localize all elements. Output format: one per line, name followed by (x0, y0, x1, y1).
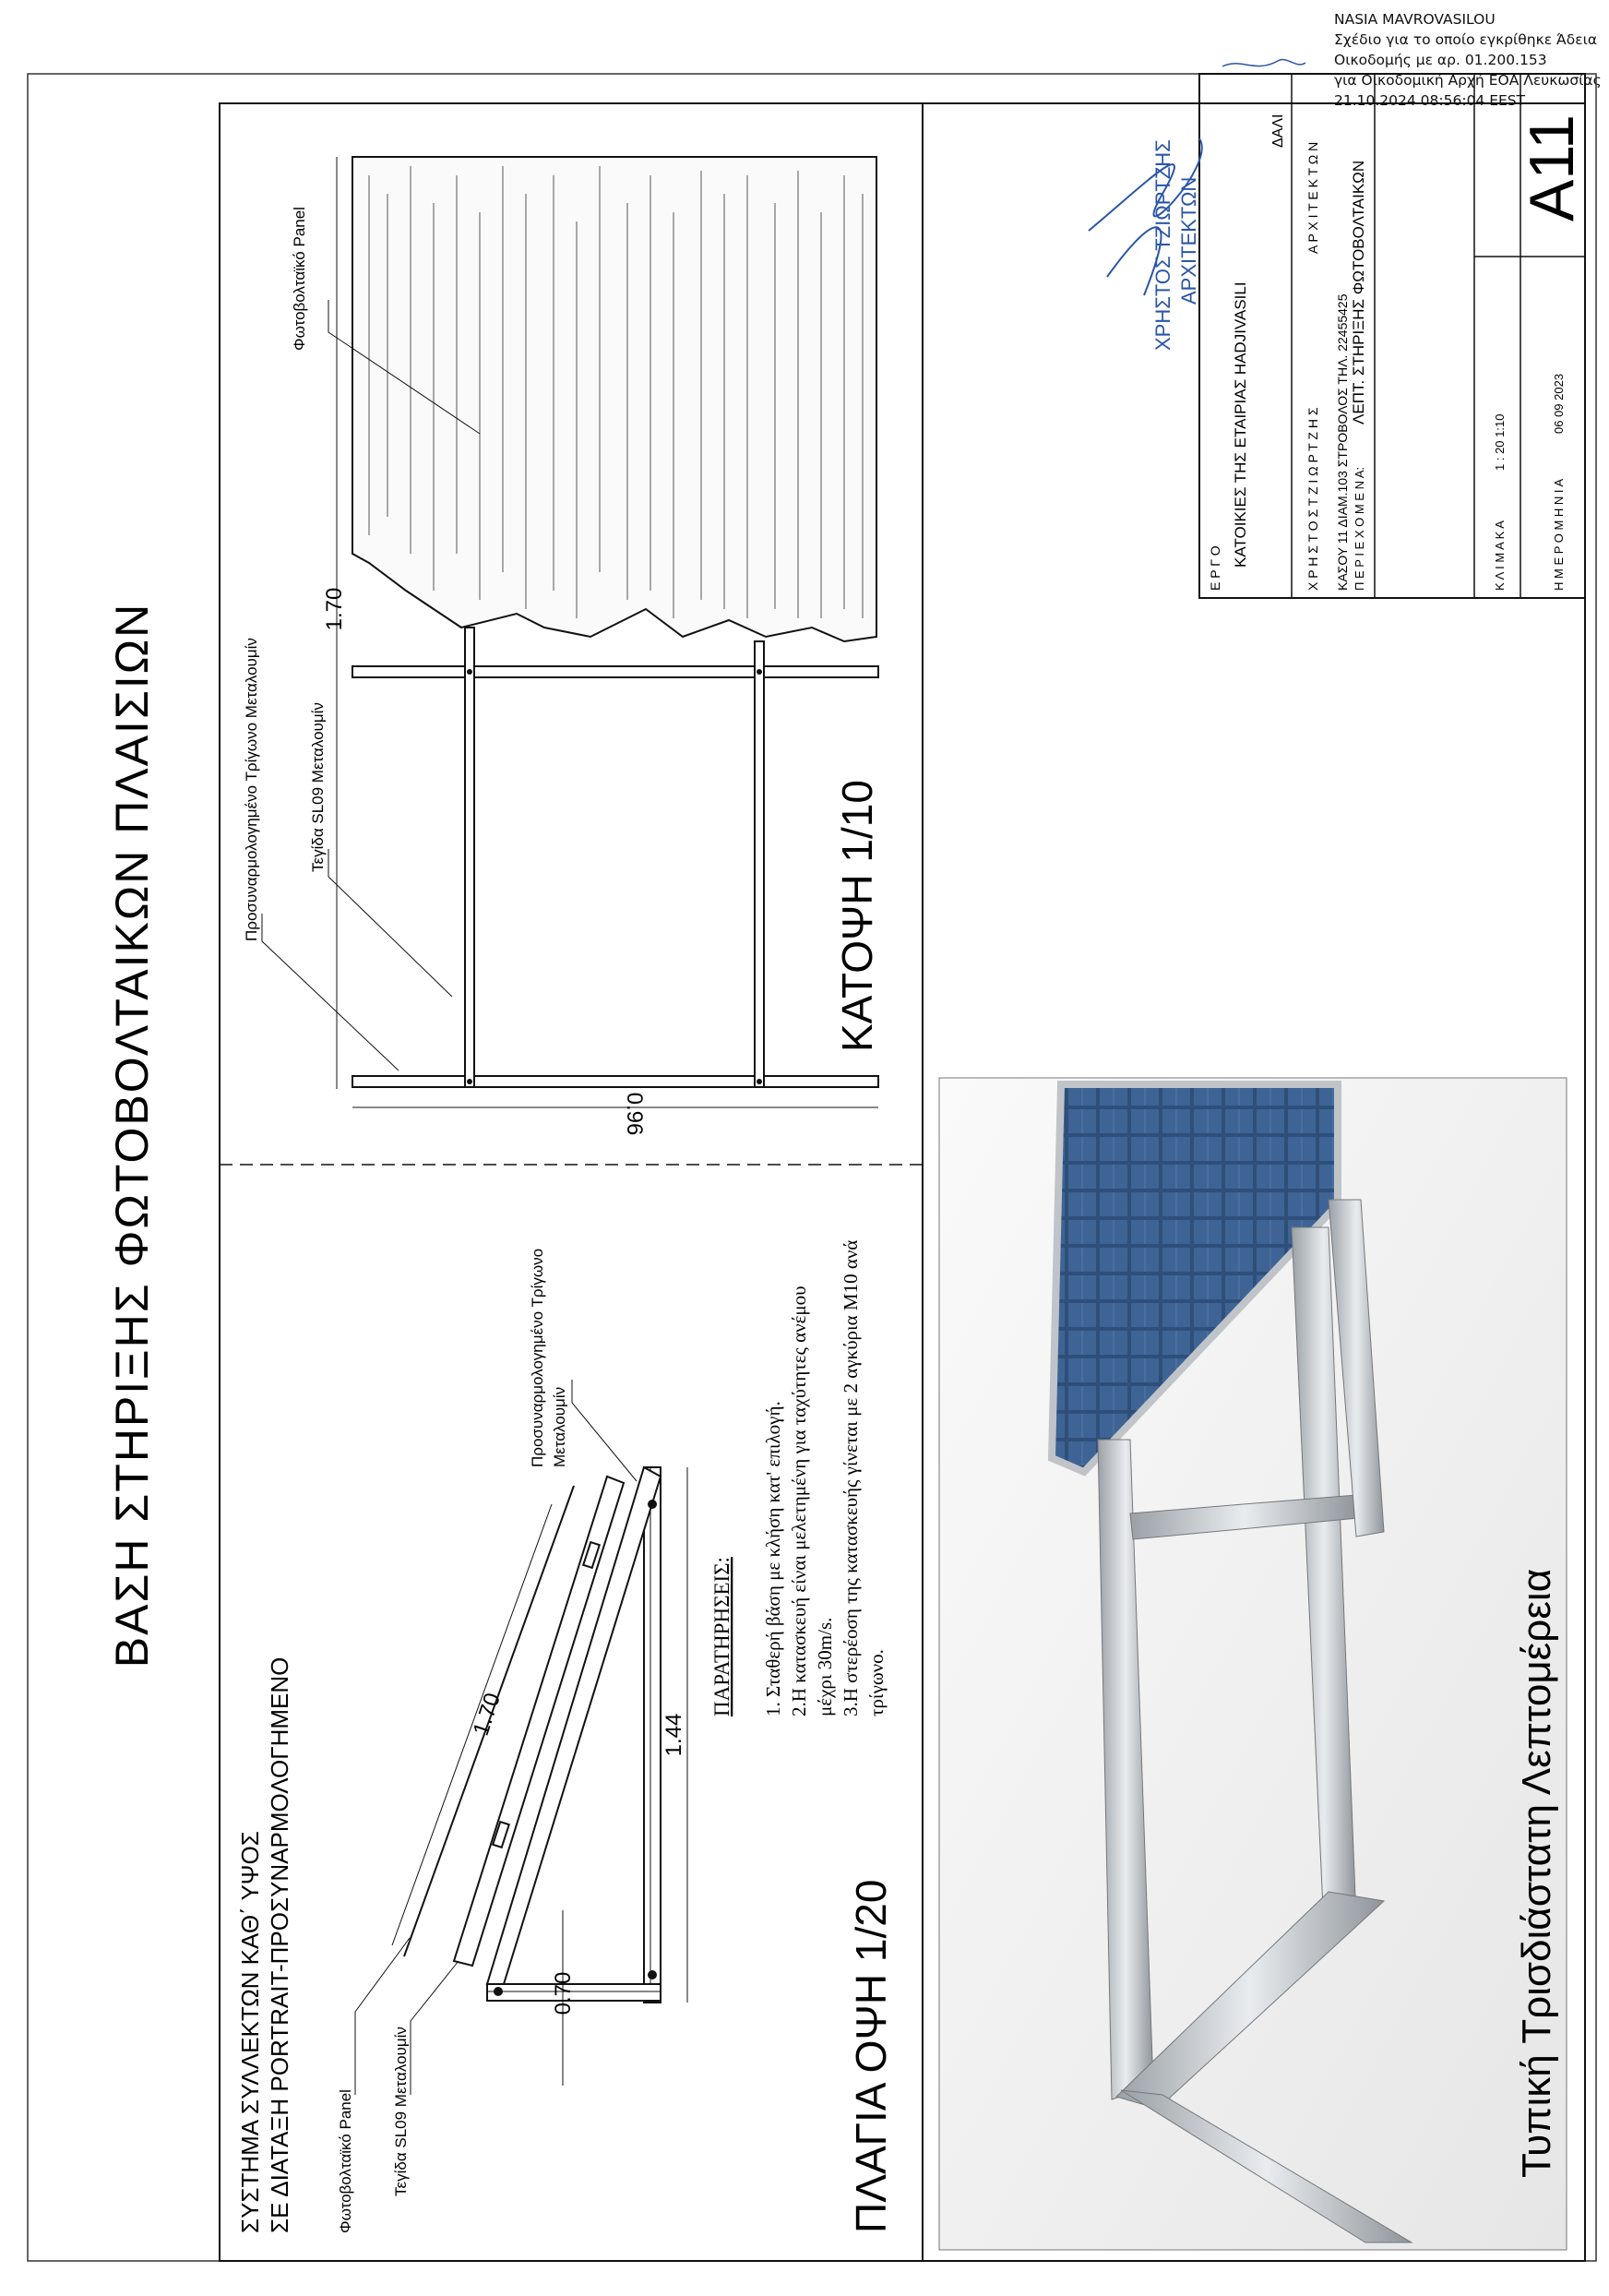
tb-date-label: Η Μ Ε Ρ Ο Μ Η Ν Ι Α (1552, 479, 1566, 591)
plan-label-rail: Τεγίδα SL09 Μεταλουμίν (309, 702, 327, 872)
photo-solar-panel (1047, 1081, 1341, 1477)
side-label-triangle-2: Μεταλουμίν (551, 1387, 568, 1467)
dim-height-label: 0.70 (551, 1972, 576, 2015)
plan-leg-left (464, 627, 475, 1088)
note-1: 1. Σταθερή βάση με κλήση κατ' επιλογή. (762, 1401, 784, 1716)
tb-contents: ΛΕΠΤ. ΣΤΗΡΙΞΗΣ ΦΩΤΟΒΟΛΤΑΙΚΩΝ (1350, 161, 1367, 425)
tb-date-value: 06 09 2023 (1552, 374, 1566, 434)
note-3b: τρίγωνο. (865, 1649, 888, 1716)
photo-base-leg (1120, 2089, 1413, 2243)
note-2a: 2.Η κατασκευή είναι μελετημένη για ταχύτ… (788, 1286, 810, 1716)
side-label-triangle-1: Προσυναρμολογημένο Τρίγωνο (529, 1249, 546, 1467)
tb-contents-label: Π Ε Ρ Ι Ε Χ Ο Μ Ε Ν Α: (1353, 467, 1366, 591)
plan-leg-right (754, 640, 765, 1088)
plan-view-title: ΚΑΤΟΨΗ 1/10 (833, 780, 881, 1052)
stamp-line-1: Σχέδιο για το οποίο εγκρίθηκε Άδεια (1334, 31, 1598, 48)
title-block: Ε Ρ Γ Ο ΚΑΤΟΙΚΙΕΣ ΤΗΣ ΕΤΑΙΡΙΑΣ HADJIVASI… (1088, 58, 1587, 599)
tb-sheet-number: A11 (1517, 114, 1587, 221)
dim-line-panel (391, 1503, 553, 1946)
leader-triangle (571, 1380, 638, 1482)
dim-panel-label: 1.70 (469, 1690, 506, 1739)
side-heading-1: ΣΥΣΤΗΜΑ ΣΥΛΛΕΚΤΩΝ ΚΑΘ΄ ΥΨΟΣ (236, 1831, 264, 2233)
tb-erga-label: Ε Ρ Γ Ο (1208, 545, 1222, 591)
plan-label-panel: Φωτοβολταϊκό Panel (291, 207, 308, 351)
triangle-frame (403, 1465, 662, 2003)
main-title: ΒΑΣΗ ΣΤΗΡΙΞΗΣ ΦΩΤΟΒΟΛΤΑΙΚΩΝ ΠΛΑΙΣΙΩΝ (106, 603, 158, 1668)
tb-scale-label: Κ Λ Ι Μ Α Κ Α (1493, 520, 1507, 591)
plan-leader-rail (328, 849, 453, 998)
plan-dim-length-label: 1.70 (322, 588, 347, 631)
inner-frame (219, 102, 1586, 2262)
note-3a: 3.Η στερέοση της κατασκευής γίνεται με 2… (840, 1240, 862, 1716)
leader-rail (410, 1960, 459, 2095)
plan-view: 1.70 0.96 Φωτοβολταϊκό Panel Τεγίδα SL09… (243, 156, 881, 1136)
photo-3d-detail: Τυπική Τρισδιάστατη Λεπτομέρεια (938, 1077, 1567, 2251)
side-label-panel: Φωτοβολταϊκό Panel (337, 2089, 354, 2233)
side-label-rail: Τεγίδα SL09 Μεταλουμίν (392, 2027, 410, 2196)
plan-label-triangle: Προσυναρμολογημένο Τρίγωνο Μεταλουμίν (243, 638, 260, 941)
tb-architect-title: Α Ρ Χ Ι Τ Ε Κ Τ Ω Ν (1305, 142, 1320, 254)
signature-line-2: ΑΡΧΙΤΕΚΤΩΝ (1177, 177, 1200, 305)
stamp-signature (1222, 58, 1306, 67)
note-2b: μέχρι 30m/s. (814, 1618, 836, 1716)
plan-panel (352, 156, 877, 643)
stamp-line-3: για Οικοδομική Αρχή ΕΟΑ Λευκωσίας (1334, 72, 1602, 89)
tb-location: ΔΑΛΙ (1270, 114, 1286, 149)
stamp-line-2: Οικοδομής με αρ. 01.200.153 (1334, 52, 1547, 68)
approval-stamp: NASIA MAVROVASILOU Σχέδιο για το οποίο ε… (1334, 9, 1602, 111)
tb-architect-name: Χ Ρ Η Σ Τ Ο Σ Τ Ζ Ι Ω Ρ Τ Ζ Η Σ (1305, 407, 1320, 591)
side-view-title: ΠΛΑΓΙΑ ΟΨΗ 1/20 (847, 1880, 895, 2233)
plan-rail-bottom (352, 1075, 879, 1088)
plan-dim-width-label: 0.96 (622, 1093, 647, 1136)
photo-caption: Τυπική Τρισδιάστατη Λεπτομέρεια (1514, 1569, 1559, 2178)
dim-base-label: 1.44 (661, 1714, 686, 1757)
panel-streaks (368, 166, 864, 618)
leader-panel (354, 1937, 411, 2095)
tb-project: ΚΑΤΟΙΚΙΕΣ ΤΗΣ ΕΤΑΙΡΙΑΣ HADJIVASILI (1232, 281, 1249, 568)
plan-leader-triangle (261, 914, 399, 1071)
photo-vertical-brace (1328, 1199, 1385, 1537)
plan-leader-panel (328, 300, 481, 435)
signature-line-1: ΧΡΗΣΤΟΣ ΤΖΙΩΡΤΖΗΣ (1151, 139, 1174, 351)
tb-scale-value: 1 : 20 1:10 (1493, 414, 1507, 471)
notes-title: ΠΑΡΑΤΗΡΗΣΕΙΣ: (710, 1557, 733, 1716)
tb-address: ΚΑΣΟΥ 11 ΔΙΑΜ.103 ΣΤΡΟΒΟΛΟΣ ΤΗΛ. 2245542… (1335, 293, 1350, 591)
side-heading-2: ΣΕ ΔΙΑΤΑΞΗ PORTRAIT-ΠΡΟΣΥΝΑΡΜΟΛΟΓΗΜΕΝΟ (266, 1657, 293, 2233)
stamp-line-4: 21.10.2024 08:56:04 EEST (1334, 92, 1526, 109)
side-view: ΣΥΣΤΗΜΑ ΣΥΛΛΕΚΤΩΝ ΚΑΘ΄ ΥΨΟΣ ΣΕ ΔΙΑΤΑΞΗ P… (236, 1240, 895, 2233)
plan-rail-top (352, 665, 879, 678)
architect-signature: ΧΡΗΣΤΟΣ ΤΖΙΩΡΤΖΗΣ ΑΡΧΙΤΕΚΤΩΝ (1088, 138, 1203, 351)
stamp-name: NASIA MAVROVASILOU (1334, 11, 1496, 28)
